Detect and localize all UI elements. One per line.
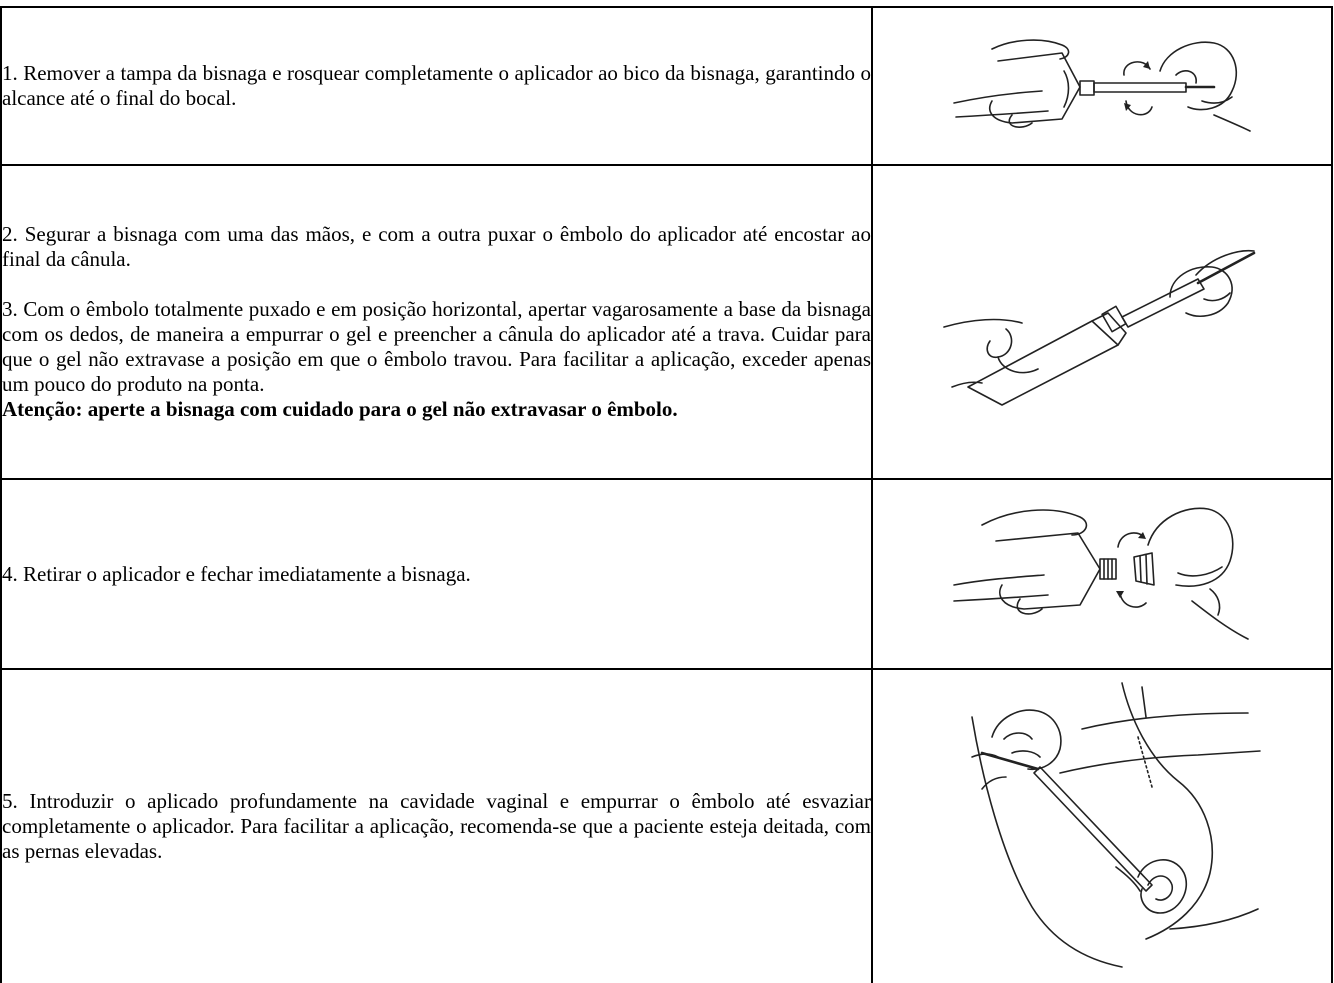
step-image-cell	[871, 164, 1333, 480]
warning-text: Atenção: aperte a bisnaga com cuidado pa…	[2, 397, 678, 421]
instructions-table: 1. Remover a tampa da bisnaga e rosquear…	[0, 6, 1333, 983]
vaginal-insertion-illustration-icon	[971, 681, 1261, 968]
step-image-cell	[871, 6, 1333, 166]
step-3-text: 3. Com o êmbolo totalmente puxado e em p…	[2, 297, 871, 396]
step-1-text: 1. Remover a tampa da bisnaga e rosquear…	[2, 61, 871, 110]
hands-screw-applicator-icon	[953, 39, 1251, 132]
step-2-text: 2. Segurar a bisnaga com uma das mãos, e…	[2, 222, 871, 271]
step-row-4: 4. Retirar o aplicador e fechar imediata…	[0, 478, 1333, 670]
step-row-2-3: 2. Segurar a bisnaga com uma das mãos, e…	[0, 164, 1333, 480]
step-text-cell: 4. Retirar o aplicador e fechar imediata…	[0, 478, 873, 670]
step-row-5: 5. Introduzir o aplicado profundamente n…	[0, 668, 1333, 983]
step-text-cell: 2. Segurar a bisnaga com uma das mãos, e…	[0, 164, 873, 480]
step-text-cell: 5. Introduzir o aplicado profundamente n…	[0, 668, 873, 983]
step-image-cell	[871, 478, 1333, 670]
step-row-1: 1. Remover a tampa da bisnaga e rosquear…	[0, 6, 1333, 166]
step-4-text: 4. Retirar o aplicador e fechar imediata…	[2, 561, 471, 586]
hands-unscrew-applicator-icon	[953, 507, 1249, 640]
step-5-text: 5. Introduzir o aplicado profundamente n…	[2, 789, 871, 863]
step-text-cell: 1. Remover a tampa da bisnaga e rosquear…	[0, 6, 873, 166]
step-image-cell	[871, 668, 1333, 983]
hands-fill-applicator-icon	[943, 249, 1256, 406]
